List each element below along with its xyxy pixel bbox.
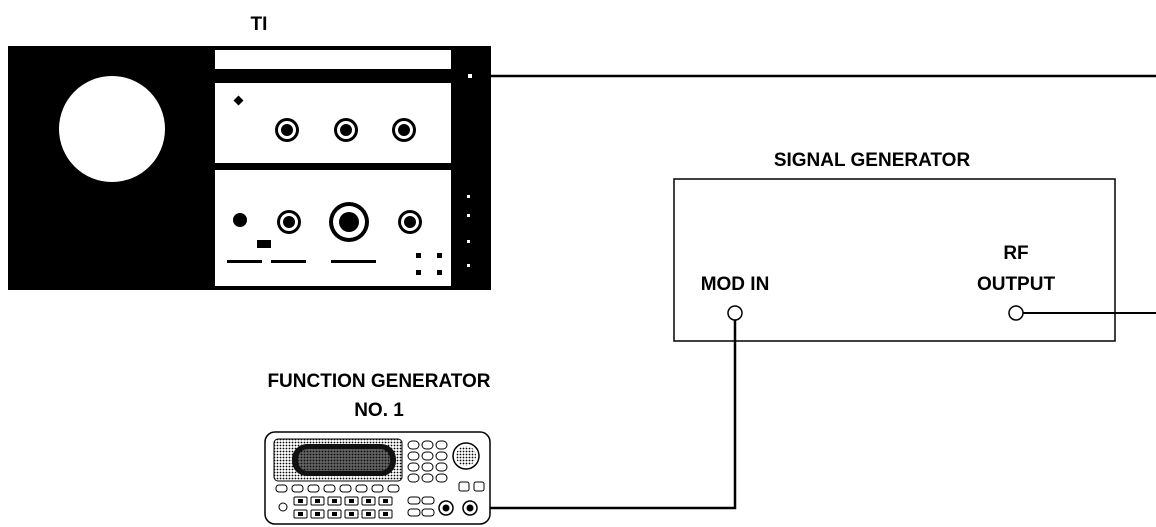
ti-upper-knob <box>392 118 416 142</box>
mod-in-jack <box>727 305 743 321</box>
ti-lower-knob <box>398 210 422 234</box>
ti-lower-dot <box>233 213 247 227</box>
ti-upper-knob <box>334 118 358 142</box>
ti-label: TI <box>251 14 268 35</box>
function-generator-icon <box>264 431 491 525</box>
ti-upper-module <box>215 83 451 163</box>
signal-generator-label: SIGNAL GENERATOR <box>774 150 971 171</box>
rf-output-jack <box>1008 305 1024 321</box>
ti-lower-knob <box>277 210 301 234</box>
function-generator-label-line2: NO. 1 <box>354 400 404 421</box>
ti-lower-switch <box>257 240 271 248</box>
ti-lower-large-knob <box>329 202 369 242</box>
ti-output-connector <box>468 74 472 78</box>
function-generator-label-line1: FUNCTION GENERATOR <box>267 371 490 392</box>
oscilloscope-icon <box>8 46 491 290</box>
ti-upper-knob <box>275 118 299 142</box>
ti-diamond-indicator <box>233 95 244 106</box>
rf-output-label-line2: OUTPUT <box>977 274 1056 295</box>
rf-output-label-line1: RF <box>1003 243 1028 264</box>
mod-in-label: MOD IN <box>701 274 770 295</box>
mod-in-cable <box>476 320 737 510</box>
ti-screen <box>59 76 165 182</box>
